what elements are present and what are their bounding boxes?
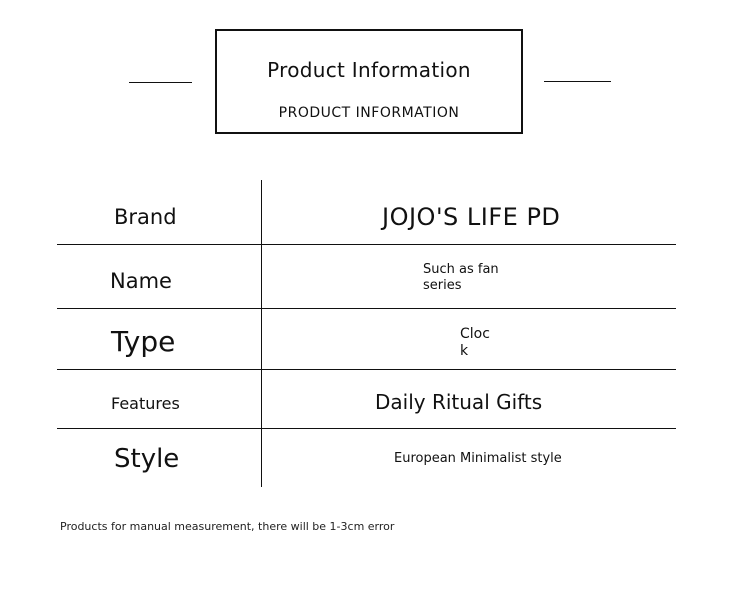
- brand-label: Brand: [114, 205, 177, 229]
- type-value-line-2: k: [460, 343, 469, 359]
- style-value: European Minimalist style: [394, 451, 562, 466]
- name-value-line-1: Such as fan: [423, 262, 499, 277]
- header-decoration-line-left: [129, 82, 192, 83]
- header-decoration-line-right: [544, 81, 611, 82]
- type-value-line-1: Cloc: [460, 326, 490, 342]
- page-subtitle: PRODUCT INFORMATION: [278, 105, 460, 121]
- name-label: Name: [110, 269, 172, 293]
- row-divider: [57, 428, 676, 429]
- row-divider: [57, 244, 676, 245]
- style-label: Style: [114, 444, 180, 474]
- page-title: Product Information: [267, 58, 471, 82]
- features-label: Features: [111, 394, 180, 413]
- brand-value: JOJO'S LIFE PD: [382, 203, 561, 231]
- name-value-line-2: series: [423, 278, 462, 293]
- row-divider: [57, 308, 676, 309]
- measurement-footnote: Products for manual measurement, there w…: [60, 520, 395, 533]
- features-value: Daily Ritual Gifts: [375, 390, 543, 414]
- header-box: Product Information PRODUCT INFORMATION: [215, 29, 523, 134]
- row-divider: [57, 369, 676, 370]
- table-column-divider: [261, 180, 262, 487]
- type-label: Type: [111, 325, 176, 358]
